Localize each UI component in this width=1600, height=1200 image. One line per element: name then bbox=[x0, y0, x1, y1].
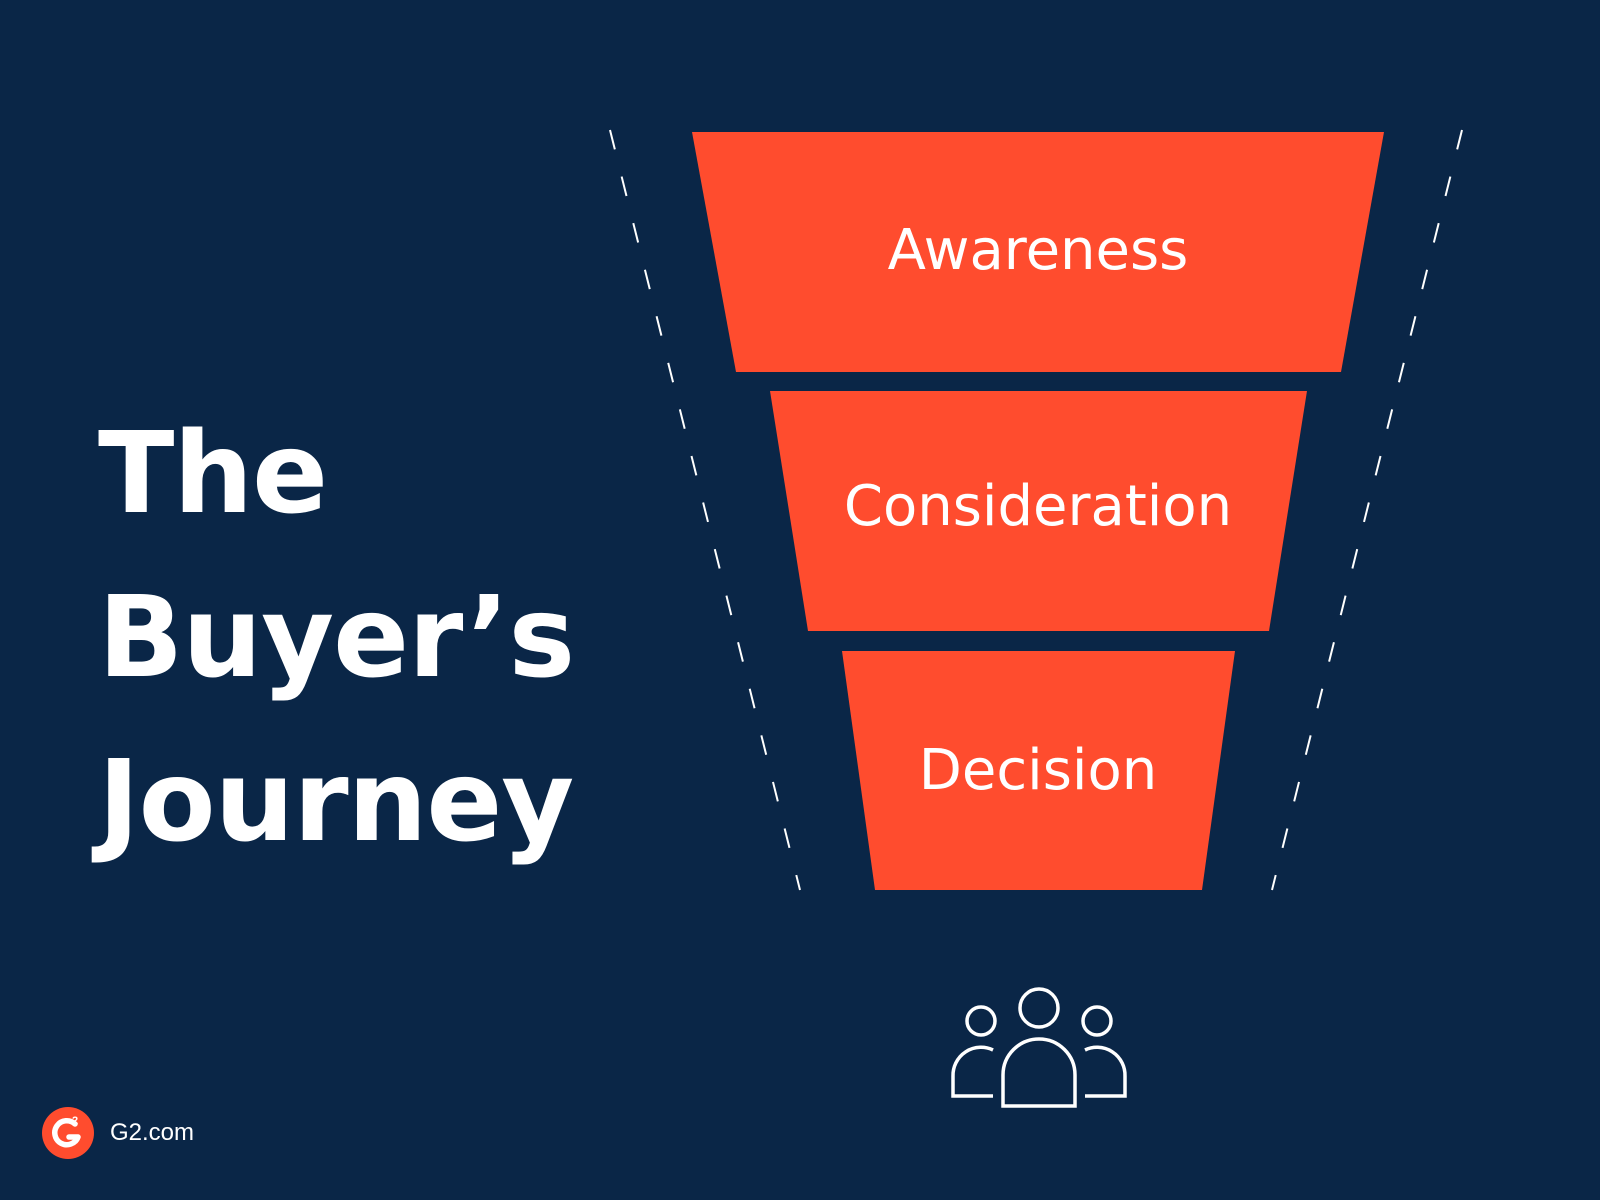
title-line-2: Buyer’s bbox=[98, 573, 575, 703]
footer: 2 G2.com bbox=[42, 1107, 194, 1159]
funnel-guide-right bbox=[1271, 129, 1463, 891]
site-name: G2.com bbox=[110, 1119, 195, 1146]
funnel-stage-decision bbox=[842, 651, 1235, 890]
funnel-stage-consideration bbox=[770, 391, 1307, 631]
funnel-stage-label: Decision bbox=[919, 738, 1157, 803]
group-of-people-icon bbox=[951, 987, 1127, 1108]
funnel-stage-awareness bbox=[692, 132, 1384, 372]
funnel-guide-left bbox=[609, 129, 801, 891]
funnel-stage-label: Consideration bbox=[844, 474, 1232, 539]
page-title: The Buyer’s Journey bbox=[98, 392, 575, 884]
g2-logo-icon: 2 bbox=[42, 1107, 94, 1159]
title-line-1: The bbox=[98, 409, 328, 539]
logo-superscript: 2 bbox=[72, 1115, 79, 1127]
title-line-3: Journey bbox=[98, 737, 574, 867]
funnel-stage-label: Awareness bbox=[888, 218, 1189, 283]
